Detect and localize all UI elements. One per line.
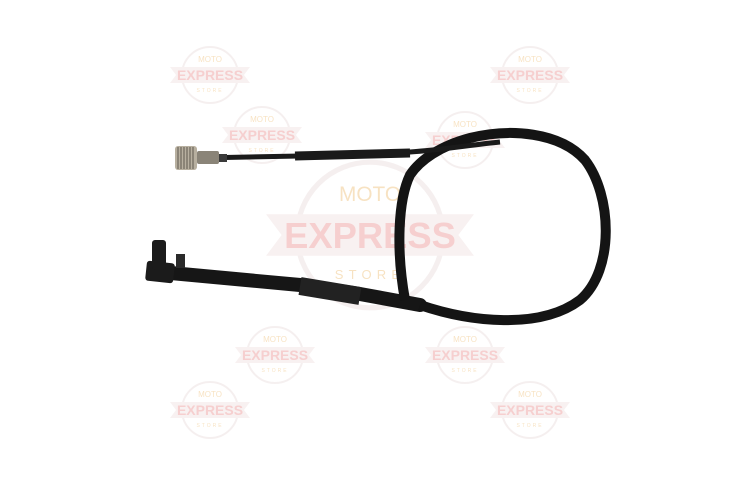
- svg-text:STORE: STORE: [451, 368, 478, 374]
- watermark-logo: MOTO EXPRESS STORE: [170, 381, 250, 439]
- svg-text:MOTO: MOTO: [518, 390, 542, 399]
- svg-text:STORE: STORE: [451, 153, 478, 159]
- svg-text:EXPRESS: EXPRESS: [229, 127, 295, 143]
- svg-text:EXPRESS: EXPRESS: [497, 67, 563, 83]
- svg-text:EXPRESS: EXPRESS: [177, 67, 243, 83]
- svg-text:EXPRESS: EXPRESS: [497, 402, 563, 418]
- svg-text:EXPRESS: EXPRESS: [284, 215, 456, 256]
- svg-text:EXPRESS: EXPRESS: [242, 347, 308, 363]
- watermark-logo: MOTO EXPRESS STORE: [490, 381, 570, 439]
- cable: [145, 128, 611, 326]
- watermark-logo: MOTO EXPRESS STORE: [170, 46, 250, 104]
- svg-text:MOTO: MOTO: [198, 390, 222, 399]
- watermark-logo: MOTO EXPRESS STORE: [425, 326, 505, 384]
- watermark-logo: MOTO EXPRESS STORE: [222, 106, 302, 164]
- svg-text:STORE: STORE: [516, 423, 543, 429]
- svg-text:STORE: STORE: [261, 368, 288, 374]
- svg-text:STORE: STORE: [196, 423, 223, 429]
- svg-text:MOTO: MOTO: [198, 55, 222, 64]
- svg-text:MOTO: MOTO: [339, 183, 401, 206]
- svg-text:MOTO: MOTO: [250, 115, 274, 124]
- svg-text:MOTO: MOTO: [263, 335, 287, 344]
- svg-text:EXPRESS: EXPRESS: [432, 347, 498, 363]
- watermark-logo: MOTO EXPRESS STORE: [235, 326, 315, 384]
- svg-text:MOTO: MOTO: [453, 335, 477, 344]
- svg-text:MOTO: MOTO: [453, 120, 477, 129]
- watermark-logo: MOTO EXPRESS STORE: [490, 46, 570, 104]
- svg-text:EXPRESS: EXPRESS: [177, 402, 243, 418]
- svg-text:STORE: STORE: [196, 88, 223, 94]
- watermark-layer: MOTO EXPRESS STORE MOTO EXPRESS STORE MO…: [170, 46, 570, 439]
- watermark-logo: MOTO EXPRESS STORE: [266, 159, 474, 311]
- svg-text:STORE: STORE: [335, 267, 406, 282]
- svg-text:STORE: STORE: [248, 148, 275, 154]
- svg-text:MOTO: MOTO: [518, 55, 542, 64]
- svg-text:STORE: STORE: [516, 88, 543, 94]
